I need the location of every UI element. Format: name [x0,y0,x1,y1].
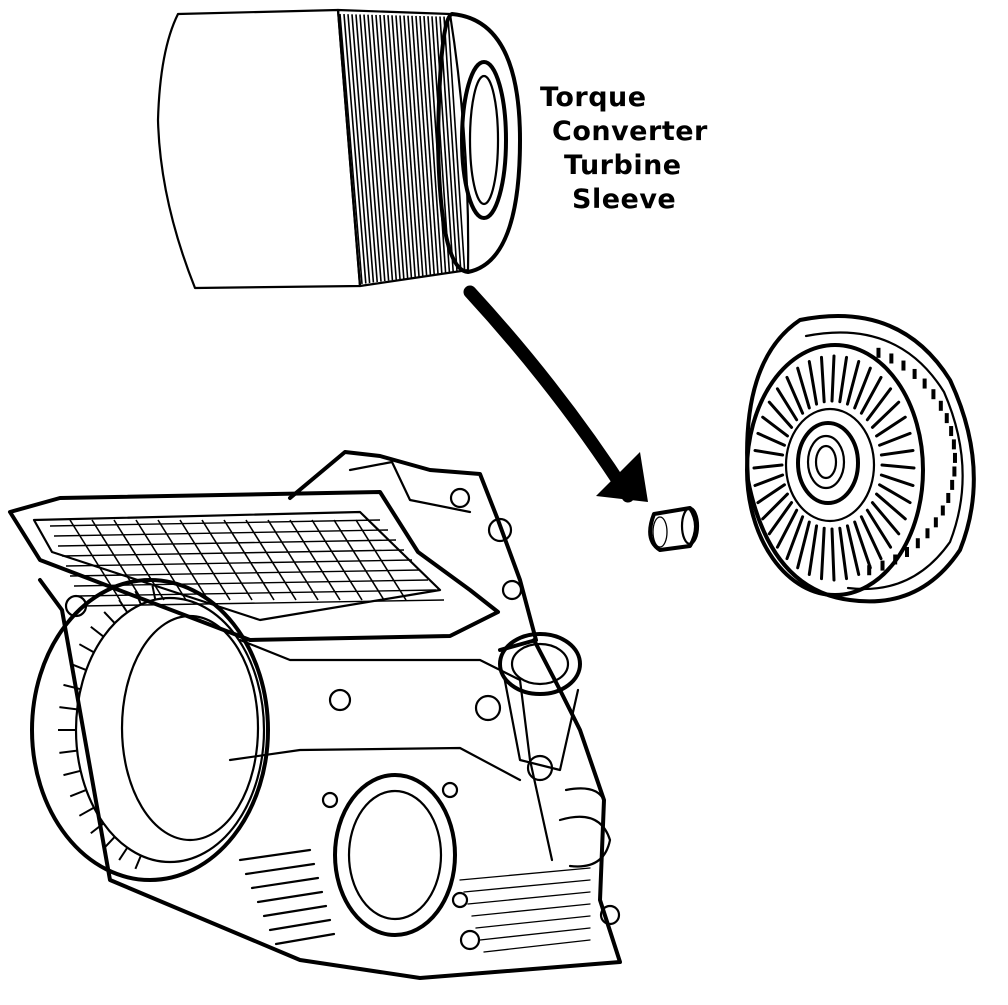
callout-line-4: Sleeve [572,184,677,215]
pointer-arrow [463,285,648,503]
sleeve-enlarged-view [156,8,522,290]
sleeve-small [648,506,700,552]
converter-fins [752,347,957,582]
transaxle-case [8,450,622,980]
oil-pan-ribs [238,848,591,953]
callout-line-2: Converter [552,116,708,147]
callout-line-3: Turbine [564,150,682,181]
sleeve-spline-teeth [339,13,466,285]
torque-converter [745,314,976,604]
cover-rib-grid [49,519,445,607]
callout-line-1: Torque [540,82,647,113]
